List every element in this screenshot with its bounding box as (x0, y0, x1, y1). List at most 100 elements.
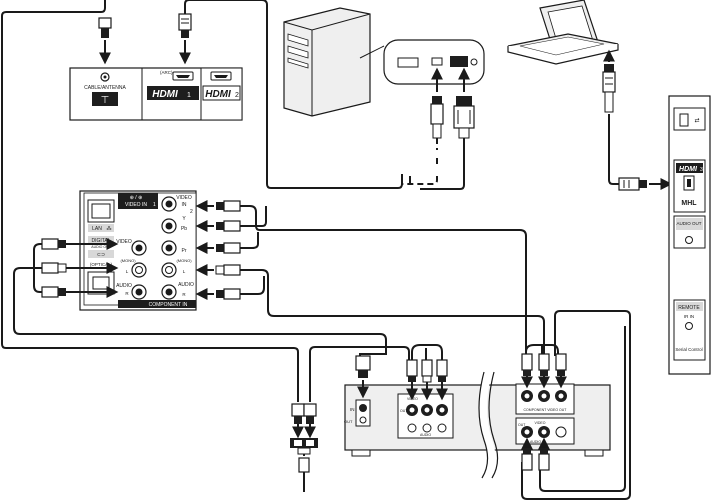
pc-dash-marks (401, 176, 411, 183)
dvd-rca-plug-2 (538, 353, 550, 389)
mono-1-label: (MONO) (120, 258, 136, 263)
side-hdmi-port[interactable] (683, 175, 695, 191)
dvi-port[interactable] (450, 56, 468, 67)
hdmi-2-port[interactable] (210, 71, 232, 81)
hdmi-1-port[interactable] (172, 71, 194, 81)
digital-label: DIGITAL (91, 238, 110, 244)
ir-in-jack[interactable] (685, 322, 693, 330)
dvd-video-label: VIDEO (535, 421, 546, 425)
antenna-icon: ⊤ (101, 95, 110, 106)
pb-label: Pb (181, 226, 187, 232)
video-1-label: VIDEO (116, 239, 132, 245)
dvd-audio-l-out-jack[interactable] (521, 426, 533, 438)
mhl-label: MHL (681, 200, 697, 207)
audio-r-2-jack[interactable] (161, 284, 177, 300)
vcr-in-jack-1 (407, 423, 417, 433)
dvd-rca-plug-3 (555, 353, 567, 389)
dvd-audio-plug-l (521, 437, 533, 471)
dvd-pb-out-jack[interactable] (538, 390, 550, 402)
video-2-jack[interactable] (161, 196, 177, 212)
hdmi-cable-pc (184, 0, 403, 189)
antenna-icon-box (92, 92, 118, 106)
arc-label: (ARC) (160, 70, 173, 75)
audio-l-1-jack[interactable] (131, 262, 147, 278)
side-hdmi-label-box (676, 163, 703, 173)
remote-label: REMOTE (678, 305, 700, 311)
rca-plug-audio-l1 (41, 262, 119, 274)
dvd-audio-loop (521, 310, 631, 500)
video-in-1-number: 1 (153, 202, 156, 208)
pc-audio-jack[interactable] (470, 58, 478, 66)
rca-plug-audio-r2 (195, 288, 241, 300)
y-jack[interactable] (161, 218, 177, 234)
dvd-pr-out-jack[interactable] (555, 390, 567, 402)
component-audio-dvd (240, 269, 545, 356)
vcr-rca-plug-1 (406, 359, 418, 401)
video-in-2-label: VIDEO (176, 195, 192, 201)
vcr-audio-l-out-jack[interactable] (421, 404, 433, 416)
audio-2-label: AUDIO (178, 282, 194, 288)
pc-dvi-plug (453, 67, 475, 139)
pc-port-panel (359, 39, 485, 85)
vcr-in-jack-3 (437, 423, 447, 433)
pb-jack[interactable] (161, 240, 177, 256)
usb-port[interactable] (679, 113, 689, 127)
dvd-audio-label: AUDIO (530, 440, 541, 444)
component-audio-dvd-2 (240, 276, 265, 295)
vcr-out-cable (309, 346, 410, 402)
lan-port[interactable] (87, 199, 115, 223)
component-pb-cable (240, 206, 267, 227)
hdmi-cable-laptop (608, 114, 619, 185)
optical-port[interactable] (87, 271, 115, 295)
side-hdmi-plug (618, 177, 673, 191)
hdmi-2-label-box (202, 85, 241, 101)
dvd-y-out-jack[interactable] (521, 390, 533, 402)
audio-1-label: AUDIO (116, 283, 132, 289)
ir-in-label: IR IN (684, 314, 694, 319)
antenna-cable (1, 0, 299, 402)
hdmi-1-number: 1 (187, 92, 191, 99)
side-hdmi-number: 3 (700, 167, 703, 173)
dvd-audio-plug-r (538, 437, 550, 471)
vcr-rca-plug-2 (421, 359, 433, 401)
component-in-footer (118, 300, 196, 308)
in-2-number: 2 (190, 209, 193, 215)
lan-label-box (88, 224, 114, 232)
component-y-cable (240, 205, 527, 356)
vcr-antenna-out[interactable] (359, 416, 367, 424)
lan-icon: ⁂ (107, 226, 112, 232)
desktop-pc (283, 7, 371, 117)
side-connector-panel: ⇄ HDMI 3 MHL AUDIO OUT REMOTE IR IN Seri… (668, 95, 711, 375)
y-label: Y (182, 216, 186, 222)
dvd-audio-loop-2 (539, 326, 626, 492)
headphone-jack[interactable] (685, 236, 693, 244)
video-in-1-header (118, 193, 158, 209)
lan-label: LAN (92, 226, 102, 232)
vcr-video-out-jack[interactable] (406, 404, 418, 416)
audio-2-r-label: R (182, 292, 186, 297)
hdmi-2-number: 2 (235, 92, 239, 99)
antenna-plug-top (98, 17, 112, 65)
pc-hdmi-plug (430, 67, 444, 139)
vcr-antenna-in[interactable] (359, 404, 367, 412)
pc-hdmi-port[interactable] (431, 57, 443, 66)
vga-port[interactable] (397, 57, 419, 68)
component-in-label: COMPONENT IN (149, 302, 188, 308)
audio-l-2-jack[interactable] (161, 262, 177, 278)
dvd-audio-r-out-jack[interactable] (538, 426, 550, 438)
vcr-in-label: IN (350, 407, 355, 412)
left-connector-panel: LAN ⁂ DIGITAL AUDIO OUT ⊂⊃ (OPTICAL) VID… (79, 190, 197, 311)
video-1-jack[interactable] (131, 240, 147, 256)
optical-label: (OPTICAL) (90, 262, 113, 267)
audio-1-r-label: R (125, 291, 129, 296)
hdmi-2-label: HDMI (205, 89, 231, 100)
laptop-hdmi-plug (602, 49, 616, 113)
audio-r-1-jack[interactable] (131, 284, 147, 300)
cable-antenna-label: CABLE/ANTENNA (84, 85, 126, 91)
audio-1-l-label: L (126, 269, 129, 274)
cable-antenna-jack[interactable] (100, 72, 110, 82)
rca-plug-audio-r1 (41, 286, 119, 298)
dvd-top-1 (525, 344, 559, 368)
vcr-audio-r-out-jack[interactable] (436, 404, 448, 416)
